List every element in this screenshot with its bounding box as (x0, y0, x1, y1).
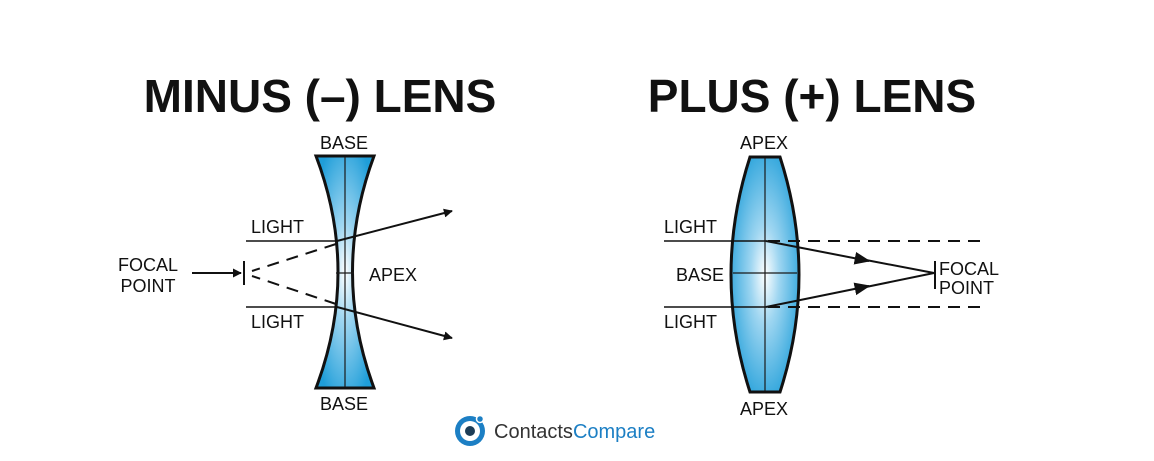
minus-lens-title: MINUS (–) LENS (144, 70, 497, 122)
plus-lens-panel: PLUS (+) LENS APEX APEX LIGHT LIGHT BASE… (648, 70, 999, 419)
circle-logo-icon (455, 414, 485, 446)
plus-light-lower-label: LIGHT (664, 312, 717, 332)
minus-diverging-ray-upper (336, 208, 453, 242)
brand-name-part1: Contacts (494, 421, 573, 443)
minus-focal-label-line2: POINT (120, 276, 175, 296)
plus-lens-title: PLUS (+) LENS (648, 70, 976, 122)
minus-apex-label: APEX (369, 265, 417, 285)
minus-focal-label-line1: FOCAL (118, 255, 178, 275)
plus-base-label: BASE (676, 265, 724, 285)
minus-virtual-ray-lower (251, 275, 337, 305)
plus-focal-label-line2: POINT (939, 278, 994, 298)
plus-light-upper-label: LIGHT (664, 217, 717, 237)
plus-converging-ray-upper-arrow (765, 240, 871, 265)
plus-converging-ray-lower (865, 272, 935, 288)
minus-virtual-ray-upper (251, 243, 337, 272)
plus-converging-ray-lower-arrow (765, 282, 871, 308)
plus-apex-top-label: APEX (740, 133, 788, 153)
plus-converging-ray-upper (865, 259, 935, 274)
minus-light-lower-label: LIGHT (251, 312, 304, 332)
contacts-compare-logo: ContactsCompare (455, 414, 655, 446)
minus-base-bottom-label: BASE (320, 394, 368, 414)
minus-light-upper-label: LIGHT (251, 217, 304, 237)
plus-focal-label-line1: FOCAL (939, 259, 999, 279)
plus-apex-bottom-label: APEX (740, 399, 788, 419)
minus-lens-panel: MINUS (–) LENS BASE BASE LIGHT LIGHT FOC… (118, 70, 496, 414)
brand-name: ContactsCompare (494, 421, 655, 443)
minus-base-top-label: BASE (320, 133, 368, 153)
minus-diverging-ray-lower (336, 306, 453, 341)
brand-name-part2: Compare (573, 421, 655, 443)
